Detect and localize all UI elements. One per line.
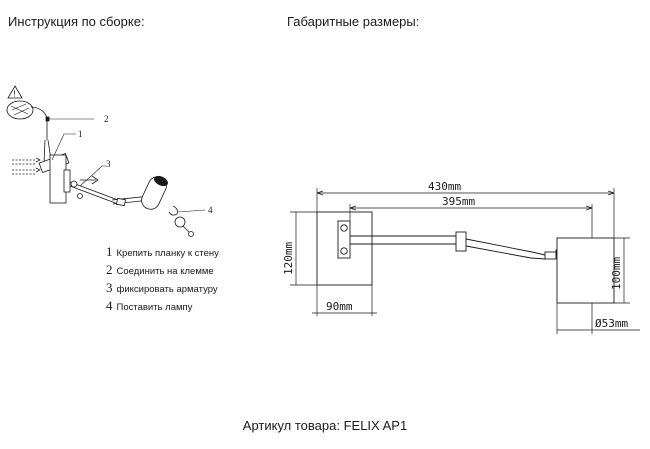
article-number: Артикул товара: FELIX AP1: [242, 418, 408, 433]
step-text: фиксировать арматуру: [116, 284, 218, 295]
lamp-shade: [556, 237, 615, 304]
dim-base-height: 120mm: [282, 242, 295, 275]
callout-2: 2: [104, 114, 109, 124]
callout-numbers: 2 1 3 4: [78, 114, 213, 215]
wiring-detail: [6, 100, 48, 120]
callout-1: 1: [78, 129, 83, 139]
warning-icon: !: [7, 85, 23, 99]
dim-arm: 395mm: [442, 195, 475, 208]
callout-4: 4: [208, 205, 213, 215]
arm-joint: [455, 231, 467, 252]
arrow-icons: [12, 157, 41, 175]
assembly-heading: Инструкция по сборке:: [8, 14, 145, 29]
dimension-drawing: [290, 188, 640, 334]
dim-shade-height: 100mm: [610, 257, 623, 290]
step-number: 4: [106, 298, 113, 313]
mounting-plate: [337, 220, 351, 259]
callout-3: 3: [106, 159, 111, 169]
step-text: Поставить лампу: [116, 302, 193, 313]
step-text: Крепить планку к стену: [116, 248, 219, 259]
dimension-labels: 430mm 395mm 120mm 90mm 100mm Ø53mm: [282, 180, 628, 330]
callout-lines: [49, 118, 206, 213]
dim-shade-diameter: Ø53mm: [595, 317, 628, 330]
step-text: Соединить на клемме: [116, 266, 214, 277]
step-number: 2: [106, 262, 113, 277]
step-number: 1: [106, 244, 113, 259]
dimensions-heading: Габаритные размеры:: [287, 14, 420, 29]
step-number: 3: [106, 280, 113, 295]
assembly-illustration: !: [6, 85, 206, 237]
svg-text:!: !: [13, 90, 16, 99]
dim-overall: 430mm: [428, 180, 461, 193]
dim-base-width: 90mm: [326, 300, 353, 313]
